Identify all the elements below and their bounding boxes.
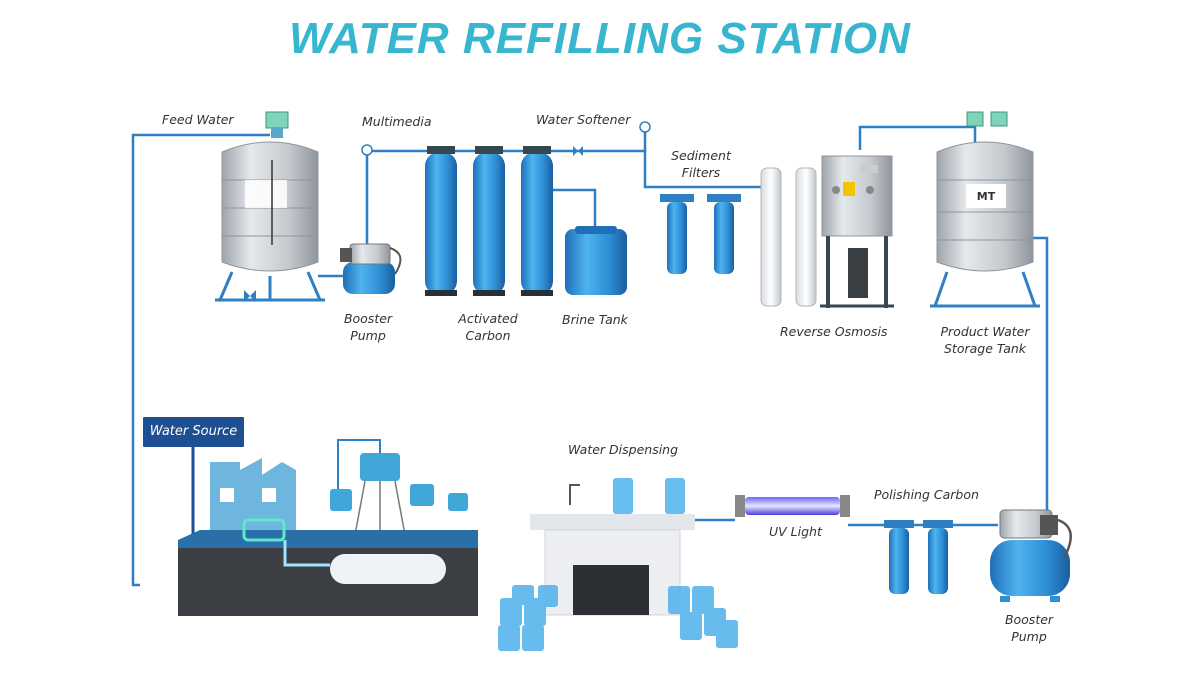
label-water-softener: Water Softener — [536, 112, 631, 127]
label-product-line1: Product Water — [940, 324, 1030, 339]
uv-light — [735, 495, 850, 517]
label-reverse-osmosis: Reverse Osmosis — [780, 324, 888, 339]
softener-port-icon — [639, 121, 651, 133]
water-source-site — [178, 439, 478, 616]
label-brine-tank: Brine Tank — [562, 312, 628, 327]
label-feed-water: Feed Water — [162, 112, 234, 127]
label-booster-bottom-line1: Booster — [1004, 612, 1054, 627]
booster-pump-top — [340, 243, 402, 294]
label-booster-bottom-line2: Pump — [1011, 629, 1047, 644]
label-product-line2: Storage Tank — [943, 341, 1027, 356]
water-source-badge: Water Source — [143, 417, 244, 447]
label-uv-light: UV Light — [769, 524, 822, 539]
diagram-title: WATER REFILLING STATION — [289, 14, 911, 63]
pressure-vessels — [425, 146, 553, 296]
label-booster-pump-top: Booster Pump — [335, 310, 401, 344]
pipe-brine — [538, 188, 597, 232]
label-booster-pump-bottom: Booster Pump — [996, 611, 1062, 645]
pipe-source-to-feed — [131, 133, 270, 587]
softener-valve-icon — [573, 146, 583, 156]
sediment-filters — [660, 194, 741, 274]
label-polishing-carbon: Polishing Carbon — [874, 487, 979, 502]
label-water-dispensing: Water Dispensing — [568, 442, 679, 457]
pipe-product-to-pump — [1032, 236, 1049, 517]
label-sediment-line2: Filters — [681, 165, 721, 180]
pipe-ro-to-product — [858, 125, 977, 150]
booster-pump-bottom — [990, 509, 1072, 602]
label-sediment-line1: Sediment — [671, 148, 731, 163]
reverse-osmosis-unit — [760, 155, 894, 308]
label-activated-line1: Activated — [458, 311, 518, 326]
tank-tag: MT — [976, 190, 996, 203]
polishing-carbon-filters — [884, 520, 953, 594]
label-product-water-storage: Product Water Storage Tank — [935, 323, 1035, 357]
water-dispensing-station — [498, 478, 738, 651]
multimedia-port-icon — [361, 144, 373, 156]
label-activated-line2: Carbon — [465, 328, 511, 343]
product-water-tank — [930, 111, 1040, 308]
label-multimedia: Multimedia — [362, 114, 432, 129]
pipe-softener-to-sediment — [643, 151, 720, 189]
brine-tank — [565, 226, 627, 295]
label-sediment-filters: Sediment Filters — [666, 147, 736, 181]
label-booster-top-line1: Booster — [343, 311, 393, 326]
feed-water-tank — [215, 111, 325, 302]
label-booster-top-line2: Pump — [350, 328, 386, 343]
label-activated-carbon: Activated Carbon — [450, 310, 526, 344]
